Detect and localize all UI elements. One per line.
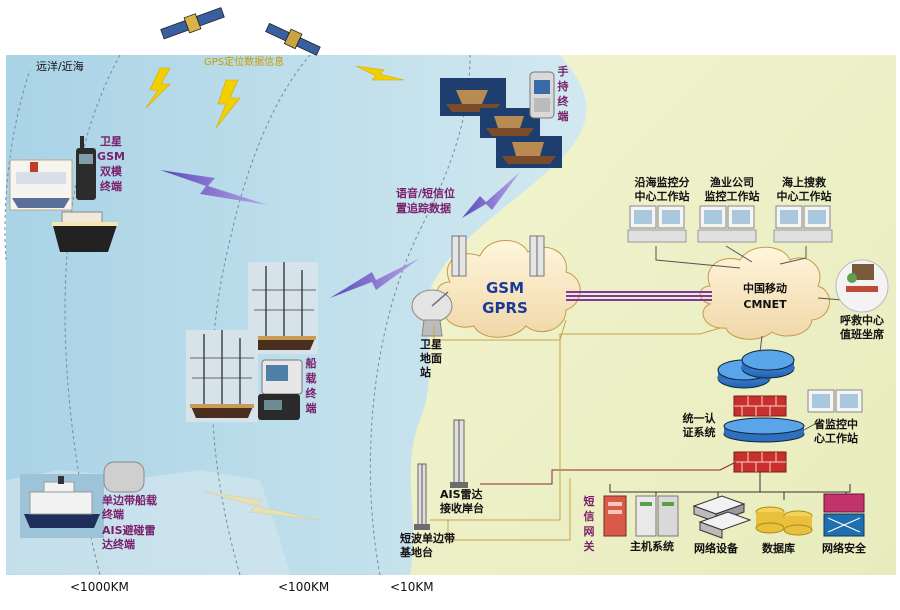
shipborne-terminal-label: 船载终端	[305, 357, 317, 415]
workstation-3-line2: 中心工作站	[776, 190, 832, 203]
cell-tower-icon-1	[451, 235, 467, 277]
dish-link	[433, 319, 567, 341]
passenger-ship-image	[20, 474, 104, 538]
shortwave-tower-icon	[414, 463, 430, 530]
arc-far	[4, 69, 31, 261]
server-bus	[609, 484, 851, 493]
arc-100km	[211, 54, 311, 576]
network-device-icon	[692, 495, 752, 539]
ais-shore-station-label: AIS雷达接收岸台	[440, 488, 484, 515]
shortwave-station-label: 短波单边带基地台	[400, 532, 455, 559]
satellite-icon-1	[160, 7, 225, 40]
link-bolt-ship	[330, 258, 420, 298]
satellite-dish-icon	[411, 289, 453, 337]
cargo-ship-image	[52, 211, 118, 252]
auth-system-line2: 证系统	[682, 426, 716, 439]
database-label: 数据库	[762, 542, 795, 555]
cmnet-line1: 中国移动	[743, 282, 787, 295]
workstation-icon-1	[627, 205, 687, 243]
distance-label-1000km: <1000KM	[70, 580, 129, 594]
workstation-2-line2: 监控工作站	[704, 190, 760, 203]
network-device-label: 网络设备	[694, 542, 738, 555]
firewall-icon-1	[733, 395, 787, 417]
cell-tower-icon-2	[529, 235, 545, 277]
workstation-1-line2: 中心工作站	[634, 190, 690, 203]
gprs-label: GPRS	[482, 299, 528, 317]
land-region	[410, 55, 896, 575]
sms-gateway-icon	[603, 495, 627, 537]
region-label: 远洋/近海	[36, 60, 84, 73]
host-system-icon	[635, 495, 679, 537]
shortwave-link-2	[447, 478, 571, 541]
database-icon	[755, 506, 813, 536]
voice-sms-label: 语音/短信位置追踪数据	[396, 187, 456, 215]
auth-system-line1: 统一认	[682, 412, 716, 425]
sailing-ship-image-2	[186, 330, 258, 422]
ais-link	[480, 461, 737, 485]
gps-bolt-1	[145, 67, 171, 109]
switch-provincial-link	[803, 419, 823, 431]
ws-link-1	[655, 246, 741, 269]
distance-label-100km: <100KM	[278, 580, 330, 594]
call-center-line1: 呼救中心	[840, 314, 884, 327]
call-center-icon	[835, 259, 889, 313]
gsm-label: GSM	[485, 279, 525, 297]
network-security-label: 网络安全	[822, 542, 866, 555]
satellite-ground-station-label: 卫星地面站	[420, 338, 442, 379]
host-system-label: 主机系统	[630, 540, 674, 553]
ws-link-2	[725, 245, 753, 263]
workstation-1-line1: 沿海监控分	[634, 176, 690, 189]
cmnet-router-link	[759, 335, 763, 353]
sideband-terminal-label: 单边带船载终端	[102, 494, 157, 521]
workstation-icon-3	[773, 205, 833, 243]
switch-icon	[723, 417, 805, 443]
satellite-terminal-label: 卫星GSM双模终端	[97, 135, 125, 193]
gps-bolt-3	[355, 65, 405, 81]
sideband-device-image	[103, 461, 145, 493]
arc-1000km	[64, 54, 121, 576]
call-center-line2: 值班坐席	[840, 328, 884, 341]
provincial-station-line1: 省监控中	[814, 418, 858, 431]
link-bolt-satellite	[160, 170, 268, 205]
callcenter-link	[817, 297, 843, 301]
network-security-icon	[823, 493, 865, 537]
satellite-icon-2	[265, 22, 321, 56]
sat-phone-image	[76, 136, 96, 200]
workstation-2-line1: 渔业公司	[710, 176, 754, 189]
link-bolt-sideband	[204, 491, 321, 521]
gps-label: GPS定位数据信息	[204, 57, 285, 68]
distance-label-10km: <10KM	[390, 580, 434, 594]
sms-gateway-label: 短信网关	[583, 495, 595, 553]
ws-link-3	[779, 246, 807, 265]
shipborne-device-image	[258, 359, 303, 420]
ais-tower-icon	[450, 419, 468, 488]
handheld-phone-image	[529, 71, 555, 119]
workstation-icon-2	[697, 205, 757, 243]
workstation-3-line1: 海上搜救	[782, 176, 826, 189]
shortwave-link	[430, 327, 721, 521]
provincial-station-line2: 心工作站	[814, 432, 858, 445]
cmnet-line2: CMNET	[743, 298, 787, 311]
cruise-ship-image	[9, 159, 73, 211]
link-bolt-handheld	[462, 172, 520, 218]
cmnet-cloud	[699, 246, 830, 340]
handheld-terminal-label: 手持终端	[557, 65, 569, 123]
arc-10km	[369, 54, 471, 576]
router-icon-2	[741, 349, 795, 379]
sailing-ship-image-1	[248, 262, 318, 354]
fishing-boats-image	[440, 78, 562, 168]
gps-bolt-2	[215, 79, 241, 129]
firewall-icon-2	[733, 451, 787, 473]
ais-terminal-label: AIS避碰雷达终端	[102, 524, 156, 551]
provincial-workstation-icon	[807, 389, 863, 413]
